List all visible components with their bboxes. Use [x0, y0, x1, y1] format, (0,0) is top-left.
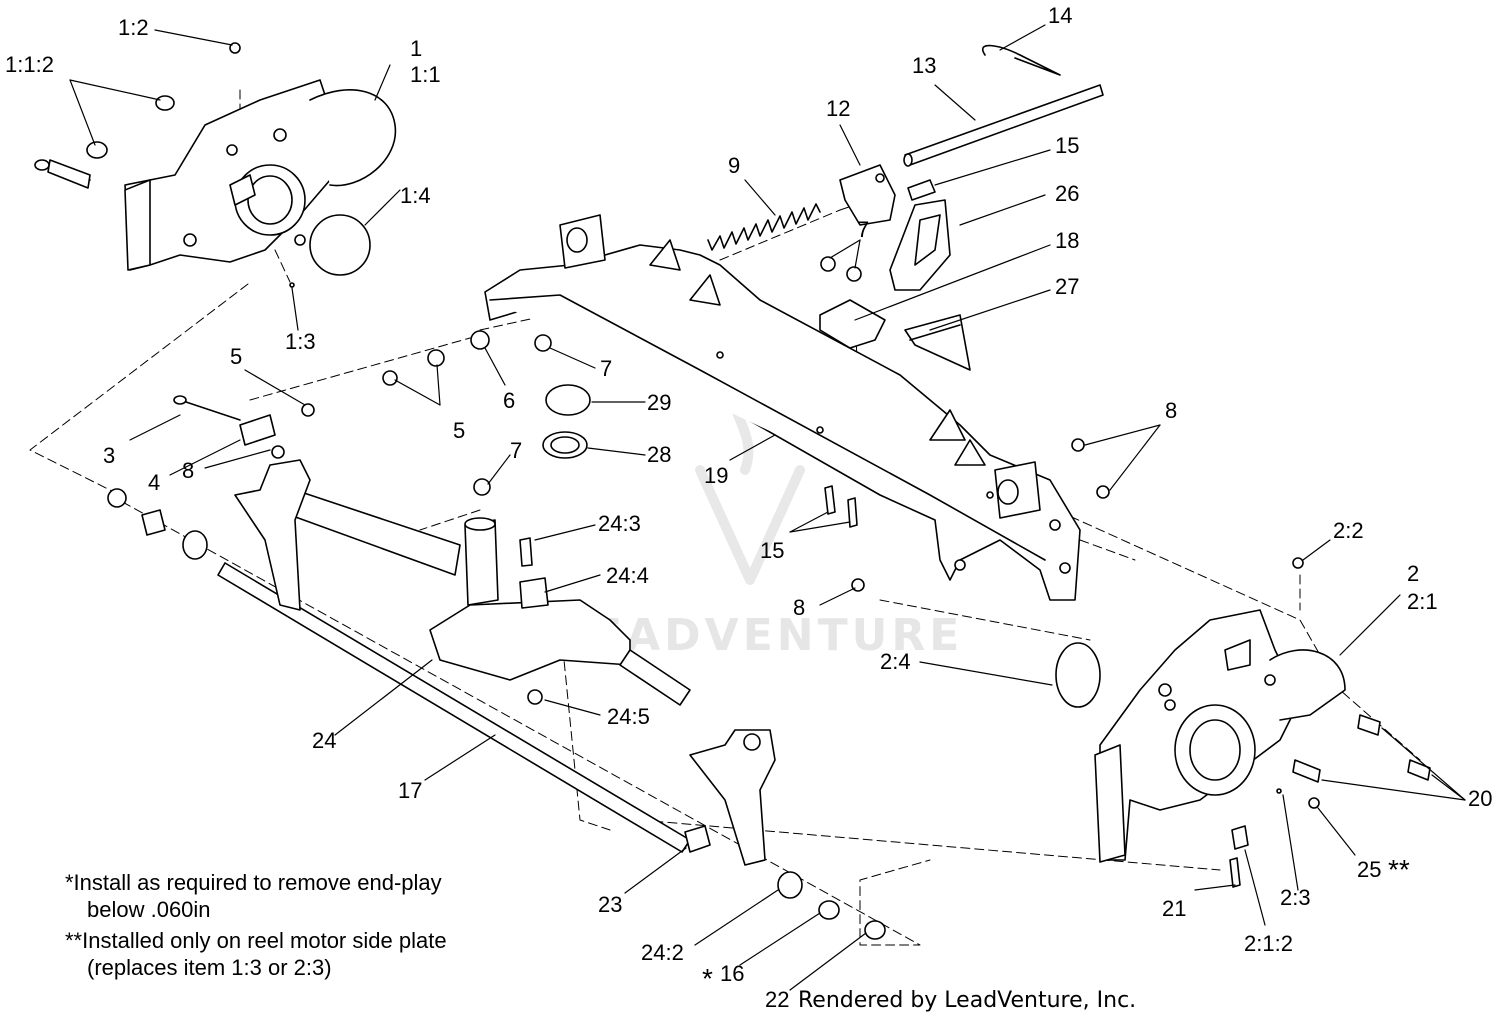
sleeve-4 [239, 414, 276, 446]
nut-group [473, 256, 862, 496]
callout-25-stars: ** [1388, 854, 1410, 885]
footnote-line-1: *Install as required to remove end-play [65, 870, 442, 895]
footnote-line-2: below .060in [87, 897, 211, 922]
callout-8-lower: 8 [793, 595, 806, 620]
callout-1-4: 1:4 [400, 183, 431, 208]
callout-2-4: 2:4 [880, 649, 911, 674]
callout-2: 2 [1407, 561, 1420, 586]
callout-24-4: 24:4 [606, 563, 649, 588]
callout-17: 17 [398, 778, 423, 803]
callout-24-3: 24:3 [598, 511, 641, 536]
callout-24-5: 24:5 [607, 704, 650, 729]
o-ring-2-4 [1055, 642, 1101, 708]
footnote-line-3: **Installed only on reel motor side plat… [65, 928, 447, 953]
footnote-line-4: (replaces item 1:3 or 2:3) [87, 955, 332, 980]
bracket-hole [875, 173, 885, 183]
bracket-12 [839, 164, 896, 226]
callout-25: 25 [1357, 857, 1382, 882]
callout-19: 19 [704, 463, 729, 488]
callout-2-1-2: 2:1:2 [1244, 931, 1293, 956]
callout-21: 21 [1162, 896, 1187, 921]
callout-1-1: 1:1 [410, 62, 441, 87]
block-24-4 [519, 577, 549, 609]
callout-14: 14 [1048, 3, 1073, 28]
callout-8-right: 8 [1165, 398, 1178, 423]
callout-12: 12 [826, 96, 851, 121]
callout-24-2: 24:2 [641, 940, 684, 965]
callout-2-3: 2:3 [1280, 885, 1311, 910]
callout-8-left: 8 [182, 458, 195, 483]
callout-5-right: 5 [453, 418, 466, 443]
callout-27: 27 [1055, 274, 1080, 299]
callout-23: 23 [598, 892, 623, 917]
shaft-17 [217, 562, 691, 853]
callout-15-lower: 15 [760, 538, 785, 563]
callout-7-lower: 7 [510, 438, 523, 463]
callout-20: 20 [1468, 786, 1493, 811]
left-plate-hardware [34, 42, 371, 288]
pivot-24 [429, 599, 631, 681]
bolt-3 [179, 399, 241, 421]
callout-1-1-2: 1:1:2 [5, 52, 54, 77]
bracket-18 [819, 299, 886, 349]
leader-lines [69, 24, 1466, 991]
handle-26 [889, 199, 951, 291]
callout-1-3: 1:3 [285, 329, 316, 354]
callout-16: 16 [720, 961, 745, 986]
callout-7-upper: 7 [857, 217, 870, 242]
left-arm [234, 459, 311, 611]
callout-15-upper: 15 [1055, 133, 1080, 158]
callout-2-1: 2:1 [1407, 589, 1438, 614]
callout-3: 3 [103, 443, 116, 468]
callout-13: 13 [912, 53, 937, 78]
rod-13 [903, 84, 1104, 167]
right-plate-hardware [1229, 557, 1431, 888]
callout-26: 26 [1055, 181, 1080, 206]
callout-6: 6 [503, 388, 516, 413]
ring-29 [545, 384, 591, 416]
left-side-plate [124, 79, 397, 271]
callout-24: 24 [312, 728, 337, 753]
washers-nuts [301, 330, 490, 417]
callout-7-mid: 7 [600, 356, 613, 381]
callout-1: 1 [410, 36, 423, 61]
callout-16-star: * [702, 963, 713, 994]
main-frame [484, 214, 1081, 601]
pin-15 [907, 179, 936, 201]
callout-9: 9 [728, 153, 741, 178]
callout-29: 29 [647, 390, 672, 415]
callout-1-2: 1:2 [118, 15, 149, 40]
callout-5-left: 5 [230, 344, 243, 369]
callout-18: 18 [1055, 228, 1080, 253]
right-side-plate [1094, 609, 1346, 863]
callout-22: 22 [765, 987, 790, 1012]
callout-2-2: 2:2 [1333, 518, 1364, 543]
spring [707, 203, 821, 251]
right-arm [689, 729, 776, 866]
clip-27 [904, 314, 971, 371]
crossbar [289, 489, 461, 576]
pivot-post [464, 519, 499, 606]
washer-28 [542, 431, 588, 459]
callout-4: 4 [148, 470, 161, 495]
hair-pin [982, 44, 1061, 76]
callout-28: 28 [647, 442, 672, 467]
credit-text: Rendered by LeadVenture, Inc. [798, 988, 1137, 1013]
